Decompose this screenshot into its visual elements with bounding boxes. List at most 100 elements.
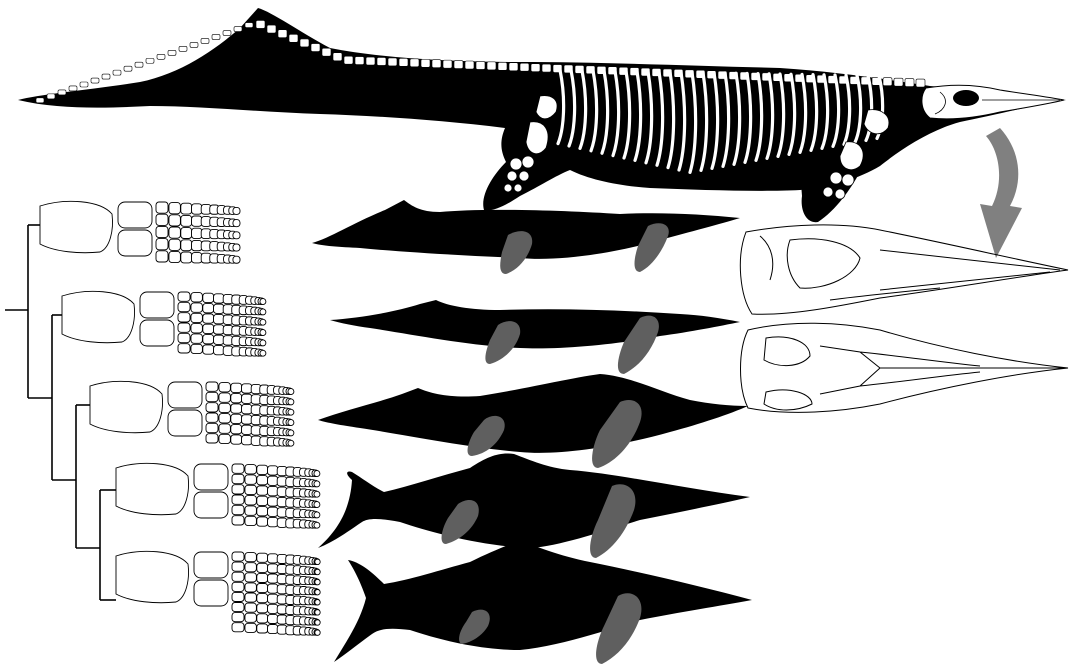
phalanx-bone [178, 302, 190, 311]
vertebra [322, 48, 331, 56]
skull-dorsal-view [741, 323, 1069, 412]
phalanx-bone [315, 569, 320, 574]
phalanx-bone [314, 481, 320, 487]
vertebra [905, 79, 914, 87]
phalanx-bone [288, 409, 294, 415]
phalanx-bone [206, 382, 218, 391]
phalanx-bone [268, 614, 278, 623]
phalanx-bone [191, 303, 202, 312]
phalanx-bone [203, 335, 214, 344]
phalanx-bone [192, 253, 202, 263]
phalanx-bone [242, 435, 252, 444]
vertebra [124, 66, 132, 71]
phalanx-bone [169, 251, 180, 262]
phalanx-bone [315, 600, 320, 605]
skeleton-reconstruction [18, 8, 1066, 222]
phalanx-bone [191, 324, 202, 333]
vertebra [47, 94, 55, 99]
phalanx-bone [178, 333, 190, 342]
vertebra [190, 42, 198, 47]
phalanx-bone [156, 239, 168, 250]
phalanx-bone [206, 392, 218, 401]
phalanx-bone [178, 323, 190, 332]
phalanx-bone [232, 582, 244, 591]
phalanx-bone [245, 623, 256, 632]
phalanx-bone [232, 485, 244, 494]
phalanx-bone [192, 240, 202, 250]
phalanx-bone [219, 393, 230, 402]
forefin-bones-5 [116, 551, 320, 635]
phalanx-bone [231, 435, 242, 444]
phalanx-bone [314, 522, 320, 528]
phalanx-bone [257, 476, 268, 485]
phalanx-bone [315, 620, 320, 625]
phalanx-bone [219, 434, 230, 443]
phalanx-bone [268, 604, 278, 613]
phalanx-bone [231, 414, 242, 423]
vertebra [476, 61, 485, 69]
vertebra [223, 31, 231, 36]
phalanx-bone [257, 553, 268, 562]
vertebra [432, 60, 441, 68]
vertebra [36, 98, 44, 103]
phalanx-bone [214, 345, 224, 354]
phalanx-bone [315, 590, 320, 595]
forefin-bones-3 [90, 381, 294, 446]
phalanx-bone [181, 252, 192, 263]
phalanx-bone [191, 344, 202, 353]
phalanx-bone [214, 304, 224, 313]
phalanx-bone [257, 573, 268, 582]
vertebra [168, 50, 176, 55]
vertebra [916, 79, 925, 87]
phalanx-bone [315, 579, 320, 584]
phalanx-bone [314, 471, 320, 477]
phalanx-bone [156, 251, 168, 262]
phalanx-bone [288, 430, 294, 436]
vertebra [443, 60, 452, 68]
humerus-bone [116, 551, 189, 602]
phalanx-bone [232, 603, 244, 612]
phalanx-bone [192, 228, 202, 238]
phalanx-bone [232, 562, 244, 571]
phalanx-bone [219, 383, 230, 392]
phalanx-bone [268, 517, 278, 526]
phalanx-bone [257, 486, 268, 495]
ulna-bone [118, 230, 152, 256]
phalanx-bone [232, 495, 244, 504]
vertebra [894, 78, 903, 86]
phalanx-bone [206, 403, 218, 412]
phalanx-bone [232, 623, 244, 632]
phalanx-bone [203, 314, 214, 323]
vertebra [212, 34, 220, 39]
phalanx-bone [232, 552, 244, 561]
vertebra [179, 46, 187, 51]
phalanx-bone [191, 313, 202, 322]
vertebra [410, 59, 419, 67]
phalanx-bone [242, 415, 252, 424]
phalanx-bone [178, 313, 190, 322]
phalanx-bone [257, 507, 268, 516]
phalanx-bone [260, 309, 266, 315]
vertebra [58, 90, 66, 95]
forefin-bones-group [40, 201, 320, 635]
phalanx-bone [232, 572, 244, 581]
phalanx-bone [268, 476, 278, 485]
phalanx-bone [181, 215, 192, 226]
vertebra [454, 61, 463, 69]
phalanx-bone [257, 584, 268, 593]
phalanx-bone [260, 319, 266, 325]
forefin-bones-4 [116, 463, 320, 528]
phalanx-bone [203, 304, 214, 313]
phalanx-bone [169, 227, 180, 238]
phalanx-bone [257, 517, 268, 526]
phalanx-bone [232, 613, 244, 622]
phalanx-bone [233, 232, 240, 239]
phalanx-bone [260, 340, 266, 346]
phalanx-bone [268, 466, 278, 475]
phalanx-bone [232, 592, 244, 601]
vertebra [80, 82, 88, 87]
vertebra [69, 86, 77, 91]
phalanx-bone [214, 294, 224, 303]
vertebra [542, 64, 551, 72]
vertebra [289, 34, 298, 42]
